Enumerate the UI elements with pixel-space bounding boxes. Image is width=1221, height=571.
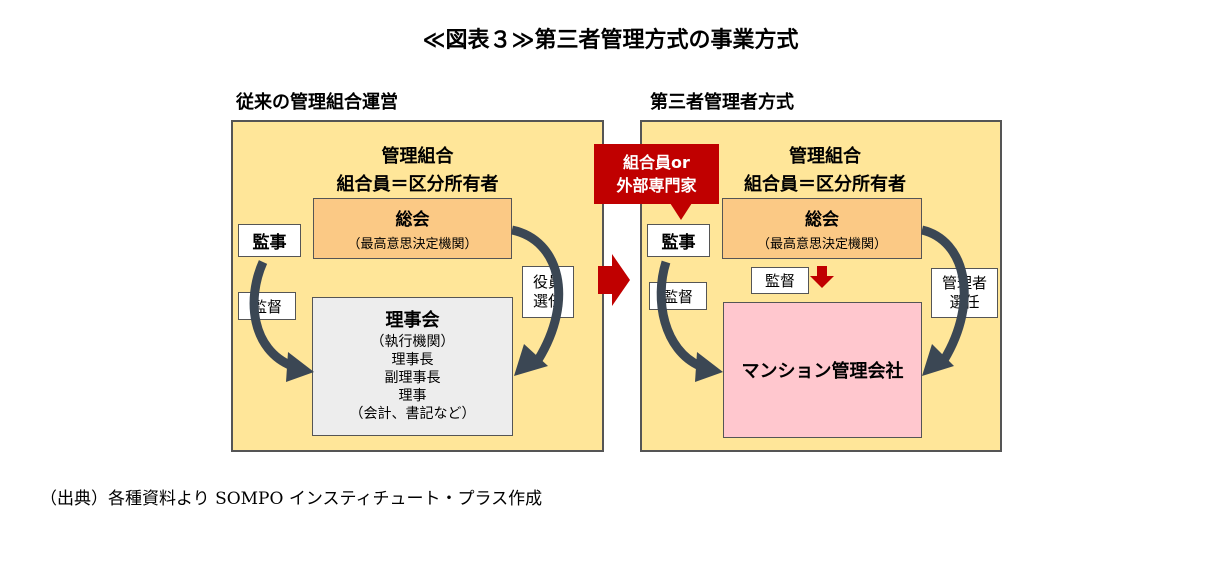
rijikai-line: （会計、書記など） (349, 406, 476, 423)
left-sokai-box: 総会 （最高意思決定機関） (313, 198, 512, 259)
right-sokai-sub: （最高意思決定機関） (756, 237, 887, 252)
right-sennin-arrow (920, 225, 969, 363)
left-panel-header-2: 組合員＝区分所有者 (336, 174, 499, 195)
left-kantoku-box: 監督 (238, 292, 296, 320)
diagram-title: ≪図表３≫第三者管理方式の事業方式 (422, 28, 799, 53)
right-kanji-box: 監事 (647, 224, 710, 257)
rijikai-title: 理事会 (385, 310, 440, 332)
callout-line2: 外部専門家 (616, 176, 697, 195)
right-kantoku-label: 監督 (662, 287, 693, 306)
callout-pointer (670, 203, 692, 220)
rijikai-line: 理事長 (391, 351, 434, 368)
rijikai-box: 理事会 （執行機関） 理事長 副理事長 理事 （会計、書記など） (312, 297, 513, 436)
rijikai-line: 副理事長 (384, 370, 441, 387)
company-box: マンション管理会社 (723, 302, 922, 438)
right-heading: 第三者管理者方式 (650, 92, 794, 113)
left-kantoku-label: 監督 (251, 297, 282, 316)
right-kantoku-mid-arrow (810, 266, 834, 288)
left-sokai-sub: （最高意思決定機関） (347, 237, 478, 252)
callout-line1: 組合員or (623, 152, 690, 172)
rijikai-line: （執行機関） (370, 333, 455, 350)
right-sokai-title: 総会 (805, 210, 839, 230)
rijikai-line: 理事 (398, 388, 427, 405)
right-panel-header-1: 管理組合 (789, 146, 861, 167)
left-sennin-arrowhead (514, 344, 548, 376)
right-kantoku-arrowhead (695, 352, 723, 382)
right-sokai-box: 総会 （最高意思決定機関） (722, 198, 922, 259)
left-kantoku-arrowhead (286, 352, 314, 382)
left-sokai-title: 総会 (395, 210, 430, 230)
source-note: （出典）各種資料より SOMPO インスティチュート・プラス作成 (40, 489, 543, 509)
transition-arrow (598, 254, 630, 306)
right-kantoku-mid-label: 監督 (764, 272, 795, 290)
left-sennin-arrow (510, 225, 564, 363)
left-kantoku-arrow (249, 260, 294, 371)
company-label: マンション管理会社 (741, 361, 904, 382)
left-kanji-box: 監事 (238, 224, 301, 257)
callout-box: 組合員or 外部専門家 (594, 144, 719, 204)
left-panel-header-1: 管理組合 (381, 146, 454, 167)
left-heading: 従来の管理組合運営 (236, 92, 398, 113)
right-kantoku-mid-box: 監督 (751, 267, 809, 294)
right-kantoku-arrow (656, 260, 703, 371)
left-kanji-label: 監事 (252, 233, 287, 253)
right-panel-header-2: 組合員＝区分所有者 (744, 174, 906, 195)
right-sennin-arrowhead (922, 344, 954, 376)
right-kanji-label: 監事 (661, 233, 696, 253)
